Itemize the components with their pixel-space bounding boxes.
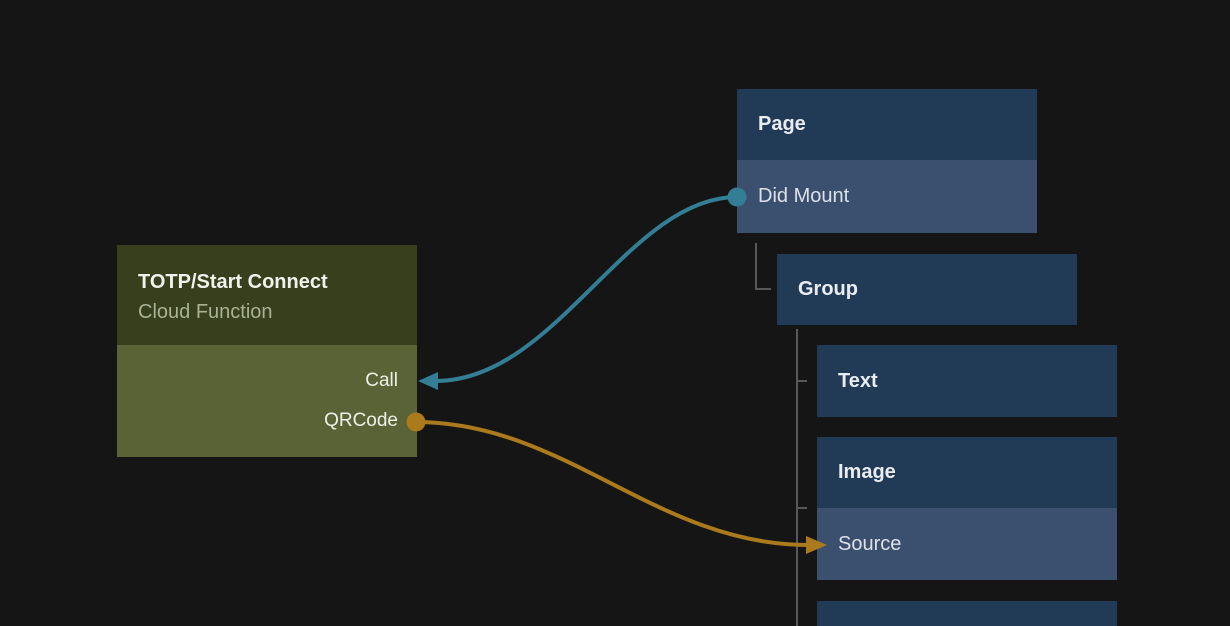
widget-node-text-header[interactable]: Text [817,345,1117,417]
widget-node-group[interactable]: Group [777,254,1077,325]
cloud-function-outputs: Call QRCode [117,345,417,457]
widget-node-image-label: Image [838,461,896,483]
widget-node-page[interactable]: Page Did Mount [737,89,1037,233]
widget-node-image-header[interactable]: Image [817,437,1117,508]
cloud-function-node-header[interactable]: TOTP/Start Connect Cloud Function [117,245,417,345]
wire-didmount-to-call[interactable] [435,195,738,383]
connection-qrcode-to-source [406,412,827,554]
widget-node-page-header[interactable]: Page [737,89,1037,160]
widget-node-group-header[interactable]: Group [777,254,1077,325]
property-row-source[interactable]: Source [817,508,1117,580]
property-row-source-label: Source [838,532,902,555]
widget-node-page-label: Page [758,113,806,135]
output-port-call[interactable]: Call [365,370,398,391]
tree-elbow-group [755,243,771,290]
widget-node-clipped[interactable] [817,601,1117,626]
cloud-function-title: TOTP/Start Connect [138,271,328,293]
widget-node-text-label: Text [838,369,878,392]
output-port-qrcode[interactable]: QRCode [324,410,398,431]
connection-didmount-to-call [418,187,747,390]
wire-qrcode-to-source[interactable] [415,420,809,547]
cloud-function-node[interactable]: TOTP/Start Connect Cloud Function Call Q… [117,245,417,457]
trigger-row-did-mount[interactable]: Did Mount [737,160,1037,233]
cloud-function-subtitle: Cloud Function [138,301,273,323]
trigger-row-did-mount-label: Did Mount [758,185,850,207]
widget-node-image[interactable]: Image Source [817,437,1117,580]
arrowhead-call-icon [418,372,438,390]
widget-node-group-label: Group [798,278,858,300]
widget-node-text[interactable]: Text [817,345,1117,417]
